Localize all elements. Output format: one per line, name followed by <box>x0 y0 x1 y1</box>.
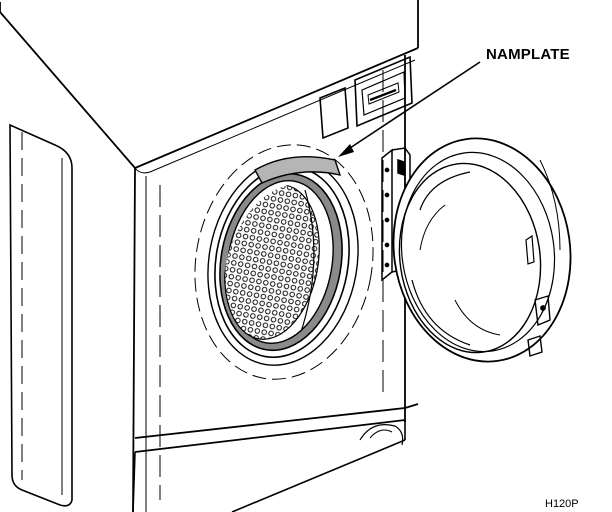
callout-arrow <box>338 61 481 157</box>
control-panel-knob <box>319 55 413 140</box>
figure-code: H120P <box>545 498 579 510</box>
nameplate-strip <box>254 156 342 184</box>
door-glass <box>392 137 572 363</box>
base-pedestal <box>132 420 406 512</box>
nameplate-callout-label: NAMPLATE <box>486 46 570 63</box>
side-panel <box>9 123 73 507</box>
